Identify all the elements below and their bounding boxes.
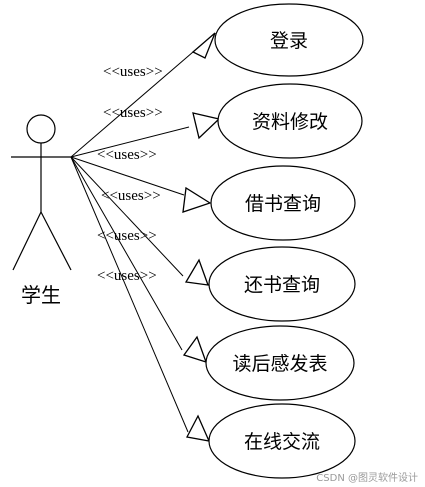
- actor-name: 学生: [21, 283, 61, 307]
- use-case-label: 登录: [270, 30, 308, 52]
- use-case-ellipse: [205, 325, 355, 401]
- association-line: [70, 156, 189, 433]
- watermark: CSDN @图灵软件设计: [316, 471, 418, 484]
- use-case-ellipse: [208, 403, 356, 479]
- arrowhead-open-triangle: [182, 335, 208, 364]
- use-case-label: 资料修改: [252, 111, 328, 133]
- arrowhead-open-triangle: [191, 32, 216, 59]
- use-case-review-post: 读后感发表: [205, 325, 355, 401]
- use-case-profile-edit: 资料修改: [217, 83, 363, 159]
- association-3: [70, 156, 209, 286]
- use-case-return-query: 还书查询: [208, 246, 356, 322]
- actor-right-leg: [40, 211, 72, 271]
- actor-left-leg: [12, 211, 42, 271]
- arrowhead-open-triangle: [186, 414, 211, 442]
- association-line: [70, 156, 183, 351]
- actor-student: [11, 114, 72, 271]
- association-2: [70, 156, 212, 213]
- use-case-ellipse: [208, 246, 356, 322]
- use-case-label: 读后感发表: [232, 353, 327, 375]
- use-case-borrow-query: 借书查询: [210, 165, 356, 241]
- association-4: [70, 156, 208, 364]
- uses-label: <<uses>>: [101, 188, 161, 204]
- actor-head: [26, 114, 56, 144]
- use-case-ellipse: [214, 3, 364, 77]
- association-1: [70, 112, 221, 158]
- use-case-label: 借书查询: [245, 193, 321, 215]
- use-case-label: 还书查询: [244, 274, 320, 296]
- arrowhead-open-triangle: [192, 112, 221, 140]
- use-case-online-chat: 在线交流: [208, 403, 356, 479]
- arrowhead-open-triangle: [182, 186, 212, 213]
- uses-label: <<uses>>: [97, 147, 157, 163]
- uses-label: <<uses>>: [103, 64, 163, 80]
- uses-label: <<uses>>: [103, 105, 163, 121]
- association-line: [70, 126, 190, 158]
- association-5: [70, 156, 211, 442]
- uses-label: <<uses>>: [97, 228, 157, 244]
- association-line: [70, 156, 184, 277]
- use-case-login: 登录: [214, 3, 364, 77]
- association-line: [70, 51, 194, 158]
- association-line: [70, 156, 185, 196]
- association-0: [70, 32, 216, 158]
- uses-label: <<uses>>: [97, 268, 157, 284]
- arrowhead-open-triangle: [184, 258, 209, 286]
- use-case-ellipse: [210, 165, 356, 241]
- use-case-ellipse: [217, 83, 363, 159]
- use-case-label: 在线交流: [244, 431, 320, 453]
